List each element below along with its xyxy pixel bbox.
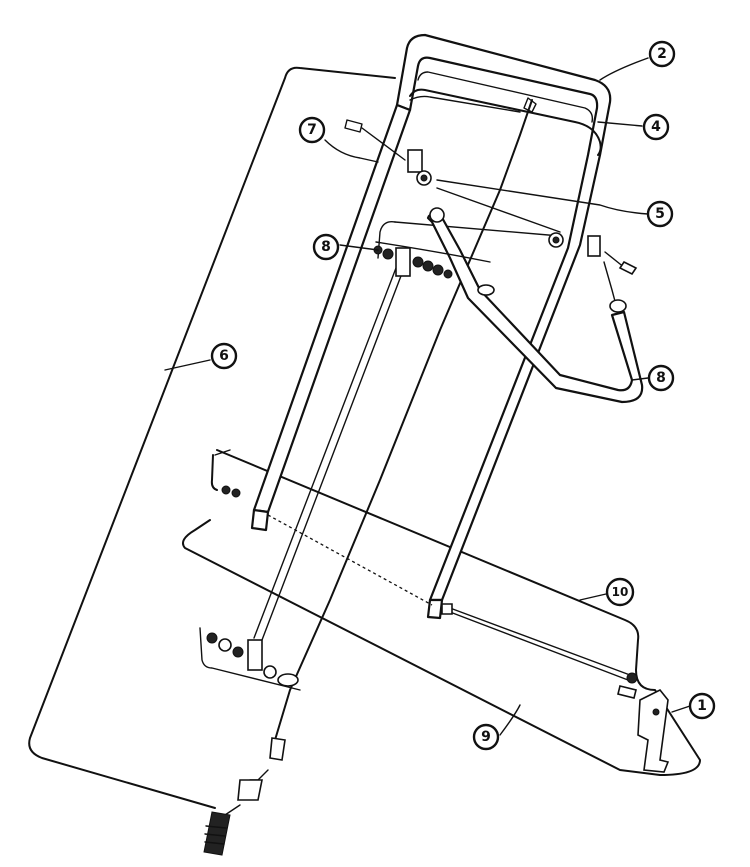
callout-8-upper: 8 (312, 233, 340, 261)
svg-text:8: 8 (321, 239, 331, 255)
svg-text:10: 10 (612, 585, 629, 599)
upper-clamp (344, 119, 445, 223)
callout-6: 6 (210, 342, 238, 370)
callout-1: 1 (688, 692, 716, 720)
leader-9 (499, 704, 521, 736)
leader-5 (436, 179, 649, 215)
lower-right-tube (426, 598, 444, 620)
control-cable (274, 99, 533, 741)
right-clamp (548, 232, 638, 313)
cable-spring (203, 737, 286, 856)
callout-8-right: 8 (647, 364, 675, 392)
lever-bracket (637, 688, 670, 773)
left-handle-tube (252, 103, 412, 514)
svg-text:2: 2 (657, 46, 667, 62)
svg-text:8: 8 (656, 370, 666, 386)
callout-4: 4 (642, 113, 670, 141)
leader-10 (579, 593, 607, 601)
svg-text:5: 5 (655, 206, 665, 222)
handle-group-panel (28, 66, 396, 809)
lower-left-tube (250, 508, 270, 532)
callout-7: 7 (298, 116, 326, 144)
callout-10: 10 (605, 577, 635, 607)
control-bail (409, 88, 602, 156)
middle-clamp-hardware (373, 241, 495, 296)
leader-8a (339, 244, 379, 251)
svg-text:1: 1 (697, 698, 707, 714)
svg-text:7: 7 (307, 122, 317, 138)
leader-4 (597, 121, 643, 127)
leader-8b (631, 377, 649, 381)
leader-1 (671, 705, 691, 713)
clamp-group-outline (377, 221, 396, 259)
callout-9: 9 (472, 723, 500, 751)
callout-5: 5 (646, 200, 674, 228)
svg-text:4: 4 (651, 119, 661, 135)
leader-2 (599, 57, 649, 81)
leader-6 (164, 359, 211, 371)
lower-panel-outline (182, 449, 701, 776)
callout-2: 2 (648, 40, 676, 68)
svg-text:9: 9 (481, 729, 491, 745)
lower-left-hardware (199, 485, 301, 691)
cross-rod (441, 603, 638, 699)
svg-text:6: 6 (219, 348, 229, 364)
linkage-rod (253, 267, 405, 641)
